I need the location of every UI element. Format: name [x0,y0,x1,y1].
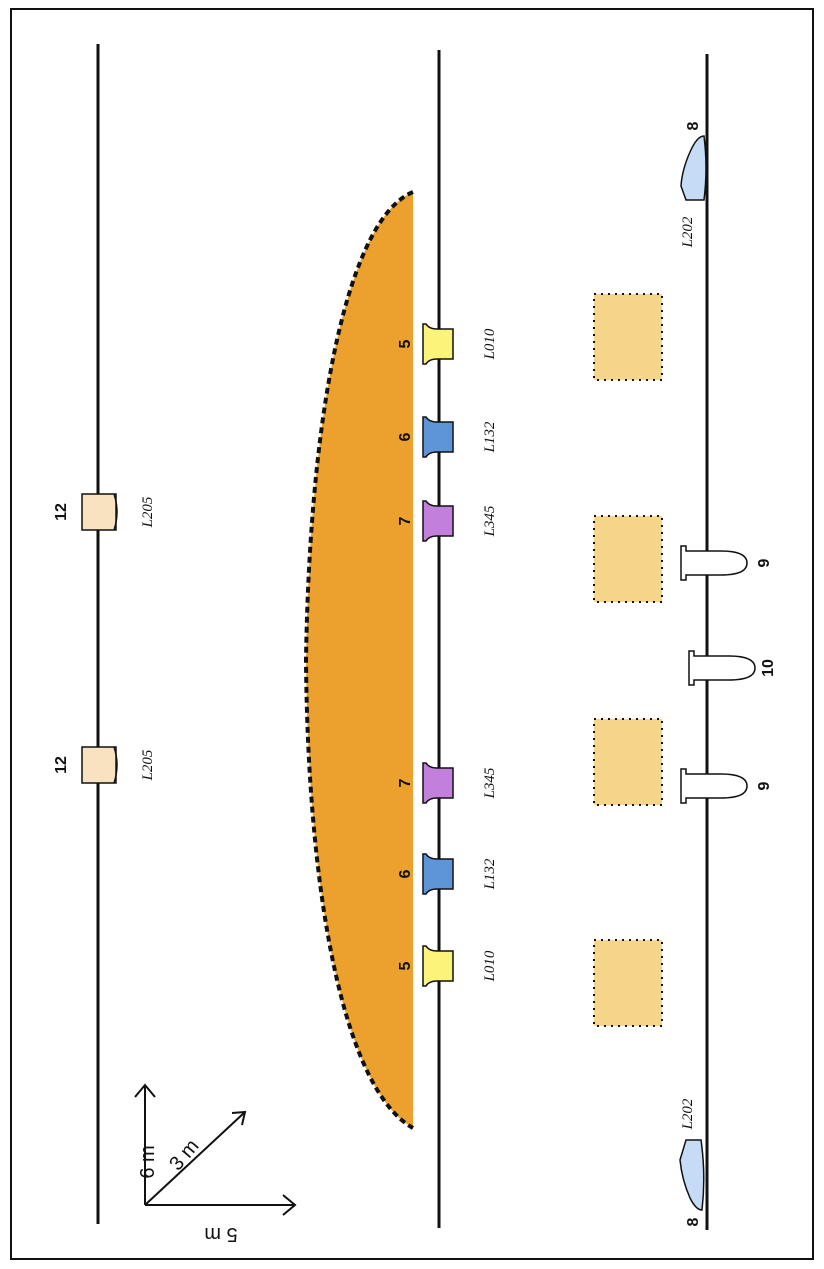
fixture-6-top: 6 L132 [397,416,498,458]
svg-text:L010: L010 [482,328,498,360]
light-spill-edge [303,190,414,1130]
svg-text:L202: L202 [680,216,696,248]
svg-text:5: 5 [397,961,414,970]
floor-patch [593,515,663,603]
fixture-9-bottom: 9 [680,768,773,804]
floor-patch [593,939,663,1027]
fixture-7-top: 7 L345 [397,500,498,542]
svg-text:9: 9 [756,781,773,790]
svg-text:L132: L132 [482,858,498,890]
fixture-8-bottom: 8 L202 [679,1098,705,1226]
svg-text:9: 9 [756,558,773,567]
svg-text:7: 7 [397,778,414,787]
scale-label-6m: 6 m [137,1145,159,1178]
svg-text:6: 6 [397,432,414,441]
fixture-12-top: 12 L205 [53,493,156,531]
fixture-6-bottom: 6 L132 [397,853,498,895]
scale-label-5m: 5 m [204,1223,237,1245]
svg-text:8: 8 [685,1217,702,1226]
floor-patch [593,293,663,381]
svg-text:L205: L205 [140,749,156,781]
svg-text:12: 12 [53,503,70,521]
svg-text:L345: L345 [482,505,498,537]
fixture-7-bottom: 7 L345 [397,762,498,804]
svg-text:5: 5 [397,339,414,348]
fixture-5-bottom: 5 L010 [397,945,498,987]
svg-text:L132: L132 [482,421,498,453]
svg-text:L345: L345 [482,767,498,799]
fixture-12-bottom: 12 L205 [53,746,156,784]
svg-text:6: 6 [397,869,414,878]
fixture-9-top: 9 [680,545,773,581]
scale-label-3m: 3 m [165,1135,203,1175]
light-spill-area [306,192,413,1128]
scale-indicator [134,1083,297,1216]
fixture-10: 10 [688,650,777,686]
svg-text:10: 10 [760,659,777,677]
svg-text:12: 12 [53,756,70,774]
fixture-8-top: 8 L202 [680,121,707,248]
fixture-5-top: 5 L010 [397,323,498,365]
svg-text:L202: L202 [680,1098,696,1130]
svg-text:8: 8 [685,121,702,130]
svg-text:7: 7 [397,516,414,525]
floor-patch [593,718,663,806]
svg-text:L205: L205 [140,496,156,528]
svg-text:L010: L010 [482,950,498,982]
